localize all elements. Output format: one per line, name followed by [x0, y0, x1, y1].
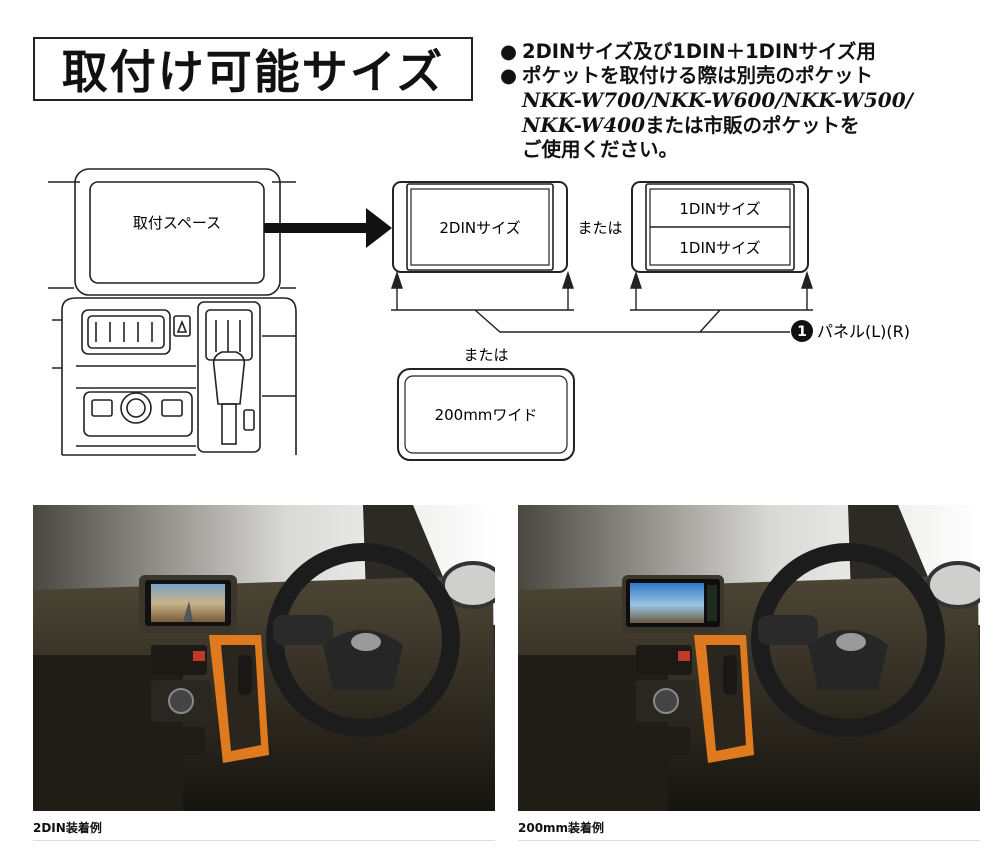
or-label-1: または: [577, 219, 622, 237]
note-text-3: または市販のポケットを: [645, 114, 860, 137]
install-space-label: 取付スペース: [133, 214, 221, 232]
notes: ● 2DINサイズ及び1DIN＋1DINサイズ用 ● ポケットを取付ける際は別売…: [500, 40, 990, 162]
right-arrow-icon: [264, 208, 392, 248]
photo-200mm-caption: 200mm装着例: [518, 821, 605, 835]
note-line-3: NKK-W700/NKK-W600/NKK-W500/: [500, 88, 990, 113]
size-2din-frame: [392, 181, 568, 273]
bullet-icon: ●: [500, 40, 518, 63]
size-1din-top-label: 1DINサイズ: [679, 200, 760, 218]
install-diagram: 取付スペース 2DINサイズ または 1DINサイズ 1DINサイズ 1: [48, 168, 910, 461]
panel-label: パネル(L)(R): [817, 322, 910, 341]
note-text-4: ご使用ください。: [522, 138, 679, 161]
photo-200mm-example: [518, 505, 980, 811]
note-line-5: ご使用ください。: [500, 138, 990, 162]
size-200mm-frame: [397, 368, 575, 461]
size-1din-bottom-label: 1DINサイズ: [679, 239, 760, 257]
note-line-2: ● ポケットを取付ける際は別売のポケット: [500, 64, 990, 88]
title-box: 取付け可能サイズ: [33, 37, 473, 101]
panel-number-badge: 1: [791, 320, 813, 342]
model-w400: NKK-W400: [522, 113, 646, 137]
panel-leader-lines: [391, 270, 813, 333]
size-1din-frame: [631, 181, 809, 273]
caption-divider: [518, 840, 980, 841]
page-title: 取付け可能サイズ: [61, 45, 445, 99]
note-line-4: NKK-W400または市販のポケットを: [500, 113, 990, 138]
photo-2din-example: [33, 505, 495, 811]
size-2din-label: 2DINサイズ: [439, 219, 520, 237]
note-text-1: 2DINサイズ及び1DIN＋1DINサイズ用: [522, 40, 876, 63]
caption-divider: [33, 840, 495, 841]
note-line-1: ● 2DINサイズ及び1DIN＋1DINサイズ用: [500, 40, 990, 64]
or-label-2: または: [463, 346, 508, 364]
size-200mm-label: 200mmワイド: [435, 406, 538, 424]
bullet-icon: ●: [500, 64, 518, 87]
model-list: NKK-W700/NKK-W600/NKK-W500/: [522, 88, 913, 112]
photo-2din-caption: 2DIN装着例: [33, 821, 102, 835]
note-text-2: ポケットを取付ける際は別売のポケット: [522, 64, 874, 87]
svg-text:1: 1: [797, 324, 807, 340]
dashboard-illustration: [48, 168, 297, 456]
